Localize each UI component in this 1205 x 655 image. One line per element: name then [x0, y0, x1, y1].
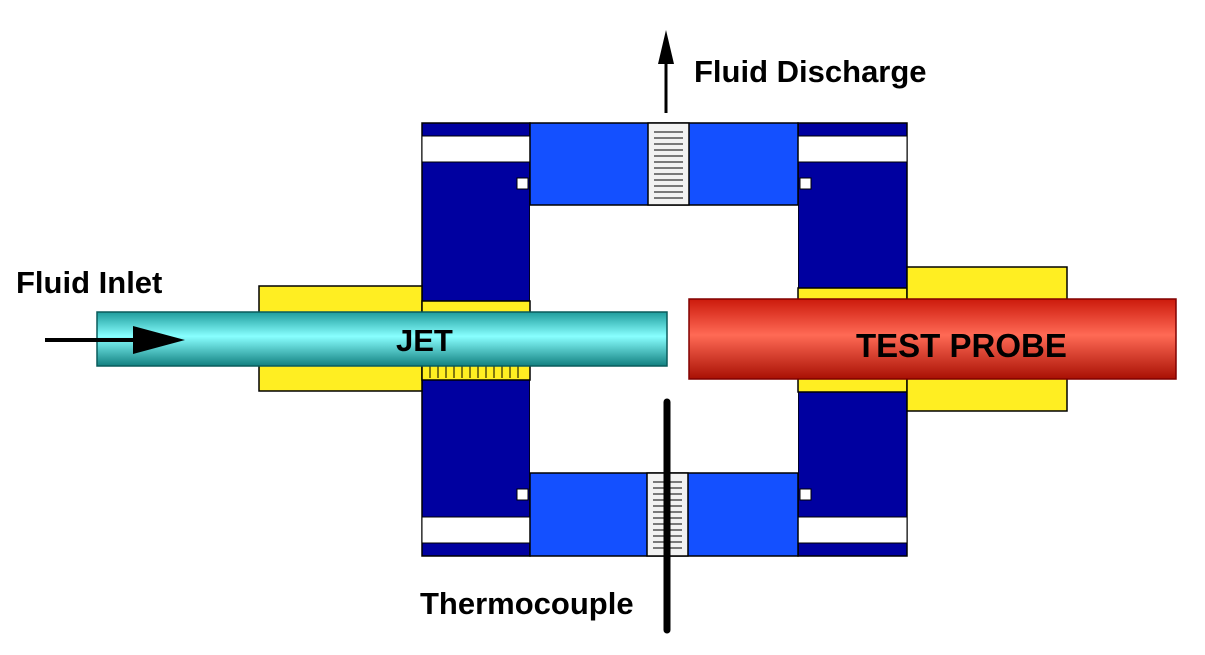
discharge-arrow	[658, 30, 674, 113]
fluid-discharge-label: Fluid Discharge	[694, 54, 927, 89]
thermocouple-label: Thermocouple	[420, 586, 634, 621]
test-probe	[688, 298, 1177, 380]
fluid-inlet-label: Fluid Inlet	[16, 265, 163, 300]
jet-label: JET	[396, 323, 453, 358]
test-probe-label: TEST PROBE	[856, 327, 1067, 364]
top-cap	[529, 122, 799, 206]
jet-tube	[96, 311, 668, 367]
inlet-arrow	[45, 326, 185, 354]
